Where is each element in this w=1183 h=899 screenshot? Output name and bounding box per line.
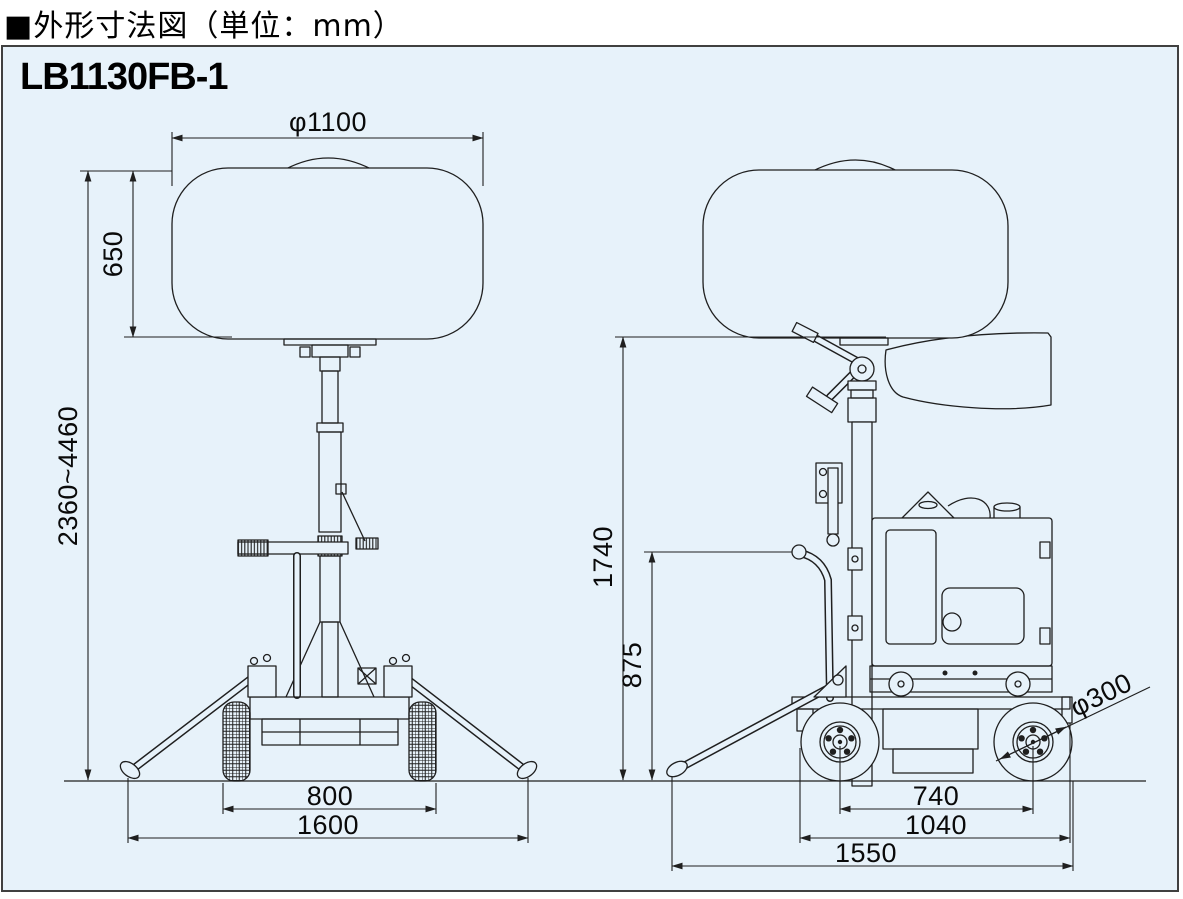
dim-body-length: 1040 — [905, 810, 967, 840]
balloon-side — [702, 159, 1009, 339]
page-title: ■外形寸法図（単位：mm） — [4, 9, 404, 44]
balloon-front — [171, 157, 484, 340]
dim-wheelbase: 740 — [913, 781, 960, 811]
dim-balloon-diameter: φ1100 — [289, 107, 367, 137]
dim-overall-length: 1550 — [835, 838, 897, 868]
winch-side — [815, 462, 843, 547]
chassis-front — [249, 667, 410, 746]
dim-handle-height: 875 — [617, 642, 647, 689]
dim-lowered-height: 1740 — [588, 526, 618, 588]
dim-wheel-diameter: φ300 — [1065, 667, 1136, 722]
subframe-side — [869, 665, 1053, 697]
push-handle-front — [237, 539, 349, 699]
dim-overall-height-range: 2360~4460 — [53, 406, 83, 546]
model-label: LB1130FB-1 — [20, 56, 229, 98]
wheels-front — [222, 701, 437, 782]
mast-side — [847, 397, 877, 787]
dim-wheel-track: 800 — [307, 781, 354, 811]
mast-head-side — [791, 321, 889, 414]
handle-side — [791, 544, 834, 702]
wheels-side — [800, 702, 1073, 782]
outrigger-side — [666, 665, 847, 778]
outriggers-front — [119, 653, 538, 780]
balloon-mount-front — [283, 338, 377, 372]
side-view-drawing — [666, 159, 1073, 787]
winch-crank-front — [335, 483, 379, 550]
front-view-dimensions: φ1100 650 2360~4460 800 1600 — [53, 107, 529, 843]
deflated-fabric-side — [884, 332, 1052, 410]
generator-box-side — [871, 491, 1053, 667]
front-view-drawing — [119, 157, 538, 782]
dim-balloon-height: 650 — [98, 231, 128, 278]
dim-outrigger-spread: 1600 — [297, 810, 359, 840]
